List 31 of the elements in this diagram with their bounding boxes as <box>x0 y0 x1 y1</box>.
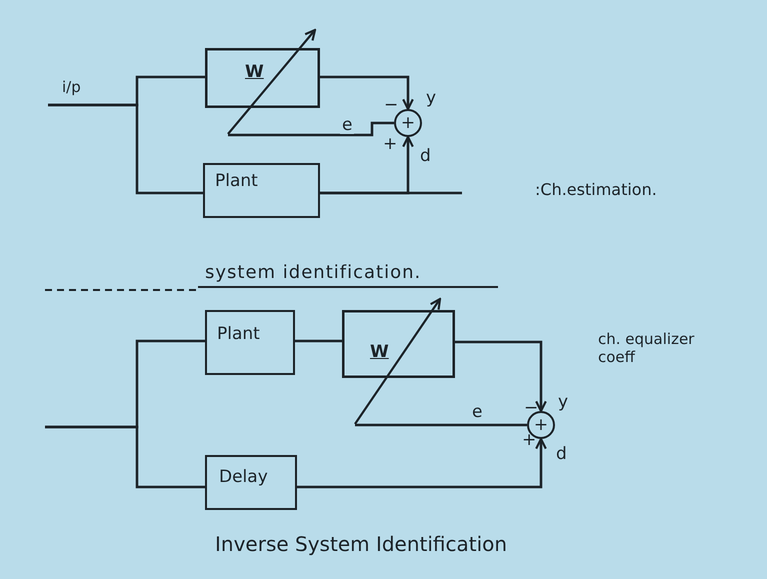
arrow <box>455 340 547 412</box>
section-heading: system identification. <box>205 262 422 283</box>
process-box <box>205 455 297 510</box>
arrow <box>320 76 414 110</box>
plus-sign: + <box>534 416 548 434</box>
block-label: Delay <box>219 467 268 487</box>
block-label: Plant <box>217 324 260 344</box>
block-label: Plant <box>215 171 258 191</box>
connector-line <box>320 192 462 194</box>
connector-line <box>355 424 527 426</box>
sign-label: − <box>524 398 538 418</box>
connector-line <box>295 340 342 342</box>
connector-line <box>228 122 394 136</box>
sign-label: + <box>522 430 536 450</box>
arrow <box>297 438 547 488</box>
sign-label: + <box>383 134 398 154</box>
note-text: :Ch.estimation. <box>535 180 657 199</box>
sign-label: − <box>384 95 398 115</box>
process-box <box>203 163 320 218</box>
process-box <box>205 310 295 375</box>
block-label: W <box>370 342 389 362</box>
note-text: ch. equalizer coeff <box>598 330 696 366</box>
plus-sign: + <box>400 114 416 132</box>
signal-label: i/p <box>62 78 81 96</box>
adaptive-filter-block <box>342 297 455 425</box>
connector-line <box>48 104 203 194</box>
connector-line <box>45 426 205 488</box>
caption-text: Inverse System Identification <box>215 532 508 556</box>
adaptive-filter-block <box>205 28 320 135</box>
block-label: W <box>245 62 264 82</box>
summing-junction <box>394 109 422 137</box>
